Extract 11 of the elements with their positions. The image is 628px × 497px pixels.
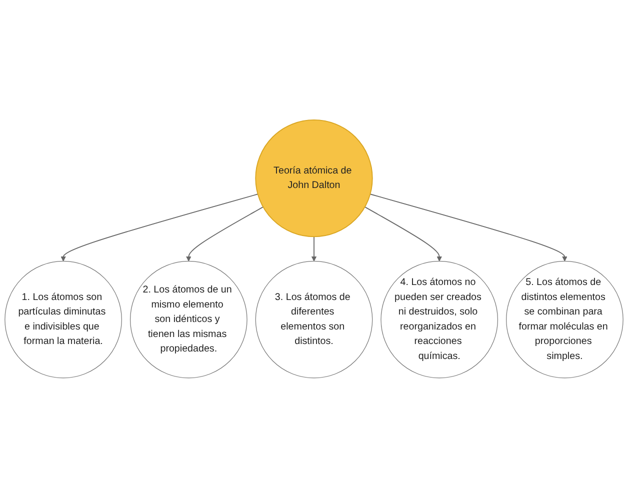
arrow [186,206,264,262]
node-circle: 3. Los átomos de diferentes elementos son distintos. [255,260,373,378]
node-circle: 5. Los átomos de distintos elementos se combinan para formar moléculas en proporciones simples. [506,260,624,378]
arrow [60,193,258,262]
arrow [364,206,442,262]
node-circle: 1. Los átomos son partículas diminutas e indivisibles que forman la materia. [4,260,122,378]
node-circle: 4. Los átomos no pueden ser creados ni destruidos, solo reorganizados en reacciones químicas. [380,260,498,378]
node-circle: 2. Los átomos de un mismo elemento son idénticos y tienen las mismas propiedades. [130,260,248,378]
arrow [311,236,317,262]
node-circle: Teoría atómica de John Dalton [255,119,373,237]
arrow [370,193,568,262]
